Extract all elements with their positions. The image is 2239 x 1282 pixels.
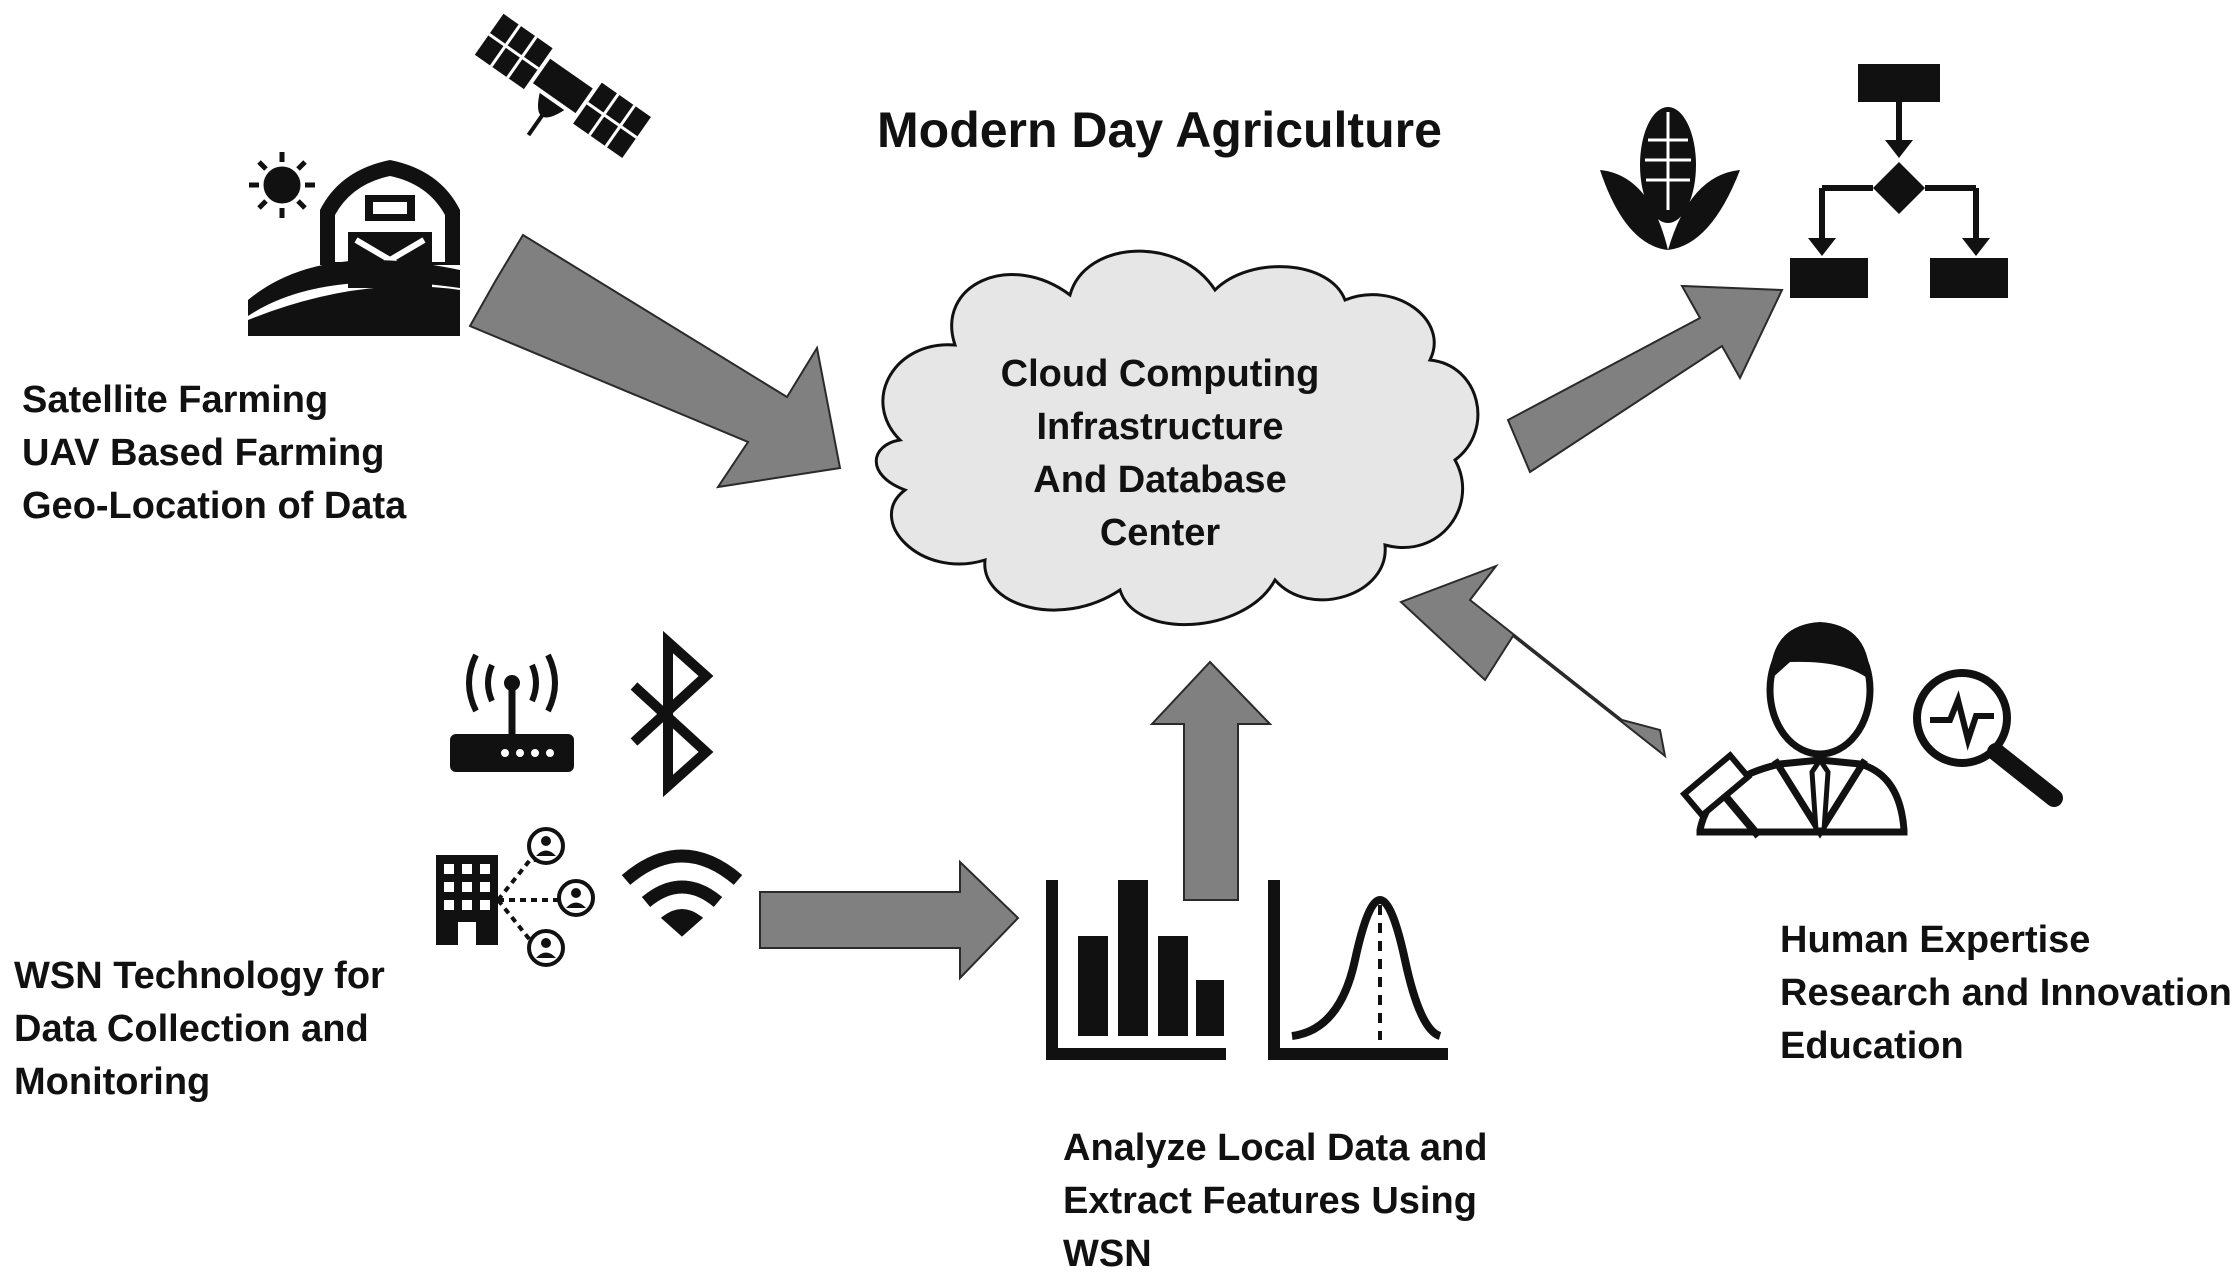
- cloud-shape: [874, 249, 1480, 627]
- router-icon: [450, 653, 574, 772]
- human-label-line-2: Research and Innovation: [1780, 972, 2232, 1014]
- wifi-icon: [621, 849, 743, 937]
- magnifier-pulse-icon: [1913, 669, 2063, 807]
- corn-icon: [1600, 107, 1740, 250]
- human-expertise-label: Human Expertise Research and Innovation …: [1780, 914, 2232, 1073]
- arrow-analyze-to-cloud: [1149, 660, 1273, 901]
- cloud-label: Cloud Computing Infrastructure And Datab…: [960, 348, 1360, 560]
- satellite-label-line-2: UAV Based Farming: [22, 432, 385, 474]
- analyze-label-line-1: Analyze Local Data and: [1063, 1127, 1488, 1169]
- diagram-title: Modern Day Agriculture: [877, 102, 1442, 158]
- barn-icon: [248, 160, 460, 336]
- arrow-satellite-to-cloud: [468, 233, 842, 489]
- wsn-label-line-2: Data Collection and: [14, 1008, 369, 1050]
- satellite-farming-label: Satellite Farming UAV Based Farming Geo-…: [22, 374, 406, 533]
- arrow-human-to-cloud: [1399, 563, 1667, 759]
- wsn-technology-label: WSN Technology for Data Collection and M…: [14, 950, 385, 1109]
- bar-chart-icon: [1046, 880, 1226, 1060]
- person-with-gavel-icon: [1679, 622, 1908, 839]
- cloud-label-line-4: Center: [1099, 512, 1221, 554]
- satellite-label-line-3: Geo-Location of Data: [22, 485, 407, 527]
- cloud-label-line-2: Infrastructure: [1036, 406, 1284, 448]
- human-label-line-1: Human Expertise: [1780, 919, 2091, 961]
- cloud-label-line-3: And Database: [1033, 459, 1287, 501]
- sun-icon: [249, 152, 315, 218]
- wsn-label-line-1: WSN Technology for: [14, 955, 385, 997]
- arrow-wsn-to-analyze: [759, 859, 1020, 981]
- analyze-data-label: Analyze Local Data and Extract Features …: [1063, 1122, 1487, 1281]
- building-network-icon: [436, 827, 595, 967]
- satellite-icon: [474, 13, 651, 159]
- human-label-line-3: Education: [1780, 1025, 1964, 1067]
- satellite-label-line-1: Satellite Farming: [22, 379, 329, 421]
- flowchart-icon: [1790, 64, 2008, 298]
- wsn-label-line-3: Monitoring: [14, 1061, 211, 1103]
- arrow-cloud-to-decision: [1506, 284, 1784, 474]
- analyze-label-line-3: WSN: [1063, 1233, 1152, 1275]
- bluetooth-icon: [630, 630, 714, 798]
- bell-curve-icon: [1268, 880, 1448, 1060]
- analyze-label-line-2: Extract Features Using: [1063, 1180, 1477, 1222]
- cloud-label-line-1: Cloud Computing: [1000, 353, 1320, 395]
